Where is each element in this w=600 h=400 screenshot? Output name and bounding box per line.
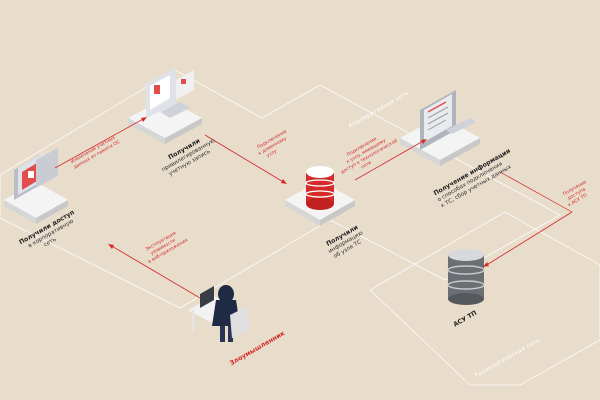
attacker-figure <box>188 285 250 342</box>
zone-label-corporate: Корпоративная сеть <box>348 89 411 129</box>
label-asu-tp: АСУ ТП <box>452 310 478 329</box>
database-server <box>285 166 355 226</box>
svg-text:сети: сети <box>361 161 373 171</box>
label-arrow-a2: Извлечение учетных данных из памяти ОС <box>70 135 122 171</box>
arrows <box>54 117 573 299</box>
arrow-a5a <box>499 171 573 213</box>
info-gathering-workstation <box>400 90 480 166</box>
svg-text:узлу: узлу <box>266 149 278 159</box>
arrow-a1 <box>109 244 201 299</box>
technological-network-zone <box>369 211 600 386</box>
arrow-a5 <box>484 211 573 267</box>
arrow-a4 <box>354 139 426 181</box>
key-icon <box>181 79 186 84</box>
arrow-a3 <box>204 134 286 184</box>
badge-icon <box>154 85 160 94</box>
asu-tp-server <box>447 249 485 305</box>
label-arrow-a3: Подключение к доменному узлу <box>256 129 288 159</box>
priv-account-workstation <box>128 68 202 144</box>
svg-text:АСУ ТП: АСУ ТП <box>452 310 478 329</box>
svg-text:сеть: сеть <box>43 237 57 249</box>
label-arrow-a1: Эксплуатация уязвимости в веб-приложении <box>145 230 189 265</box>
corporate-network-zone <box>0 69 561 309</box>
label-arrow-a5: Получение доступа к АСУ ТП <box>562 179 588 208</box>
arrow-a2 <box>54 117 146 169</box>
zone-label-technological: Технологическая сеть <box>473 336 542 380</box>
label-db-info: Получили информацию об узле ТС <box>325 224 364 260</box>
lock-icon <box>28 171 34 178</box>
corp-access-workstation <box>4 148 68 224</box>
